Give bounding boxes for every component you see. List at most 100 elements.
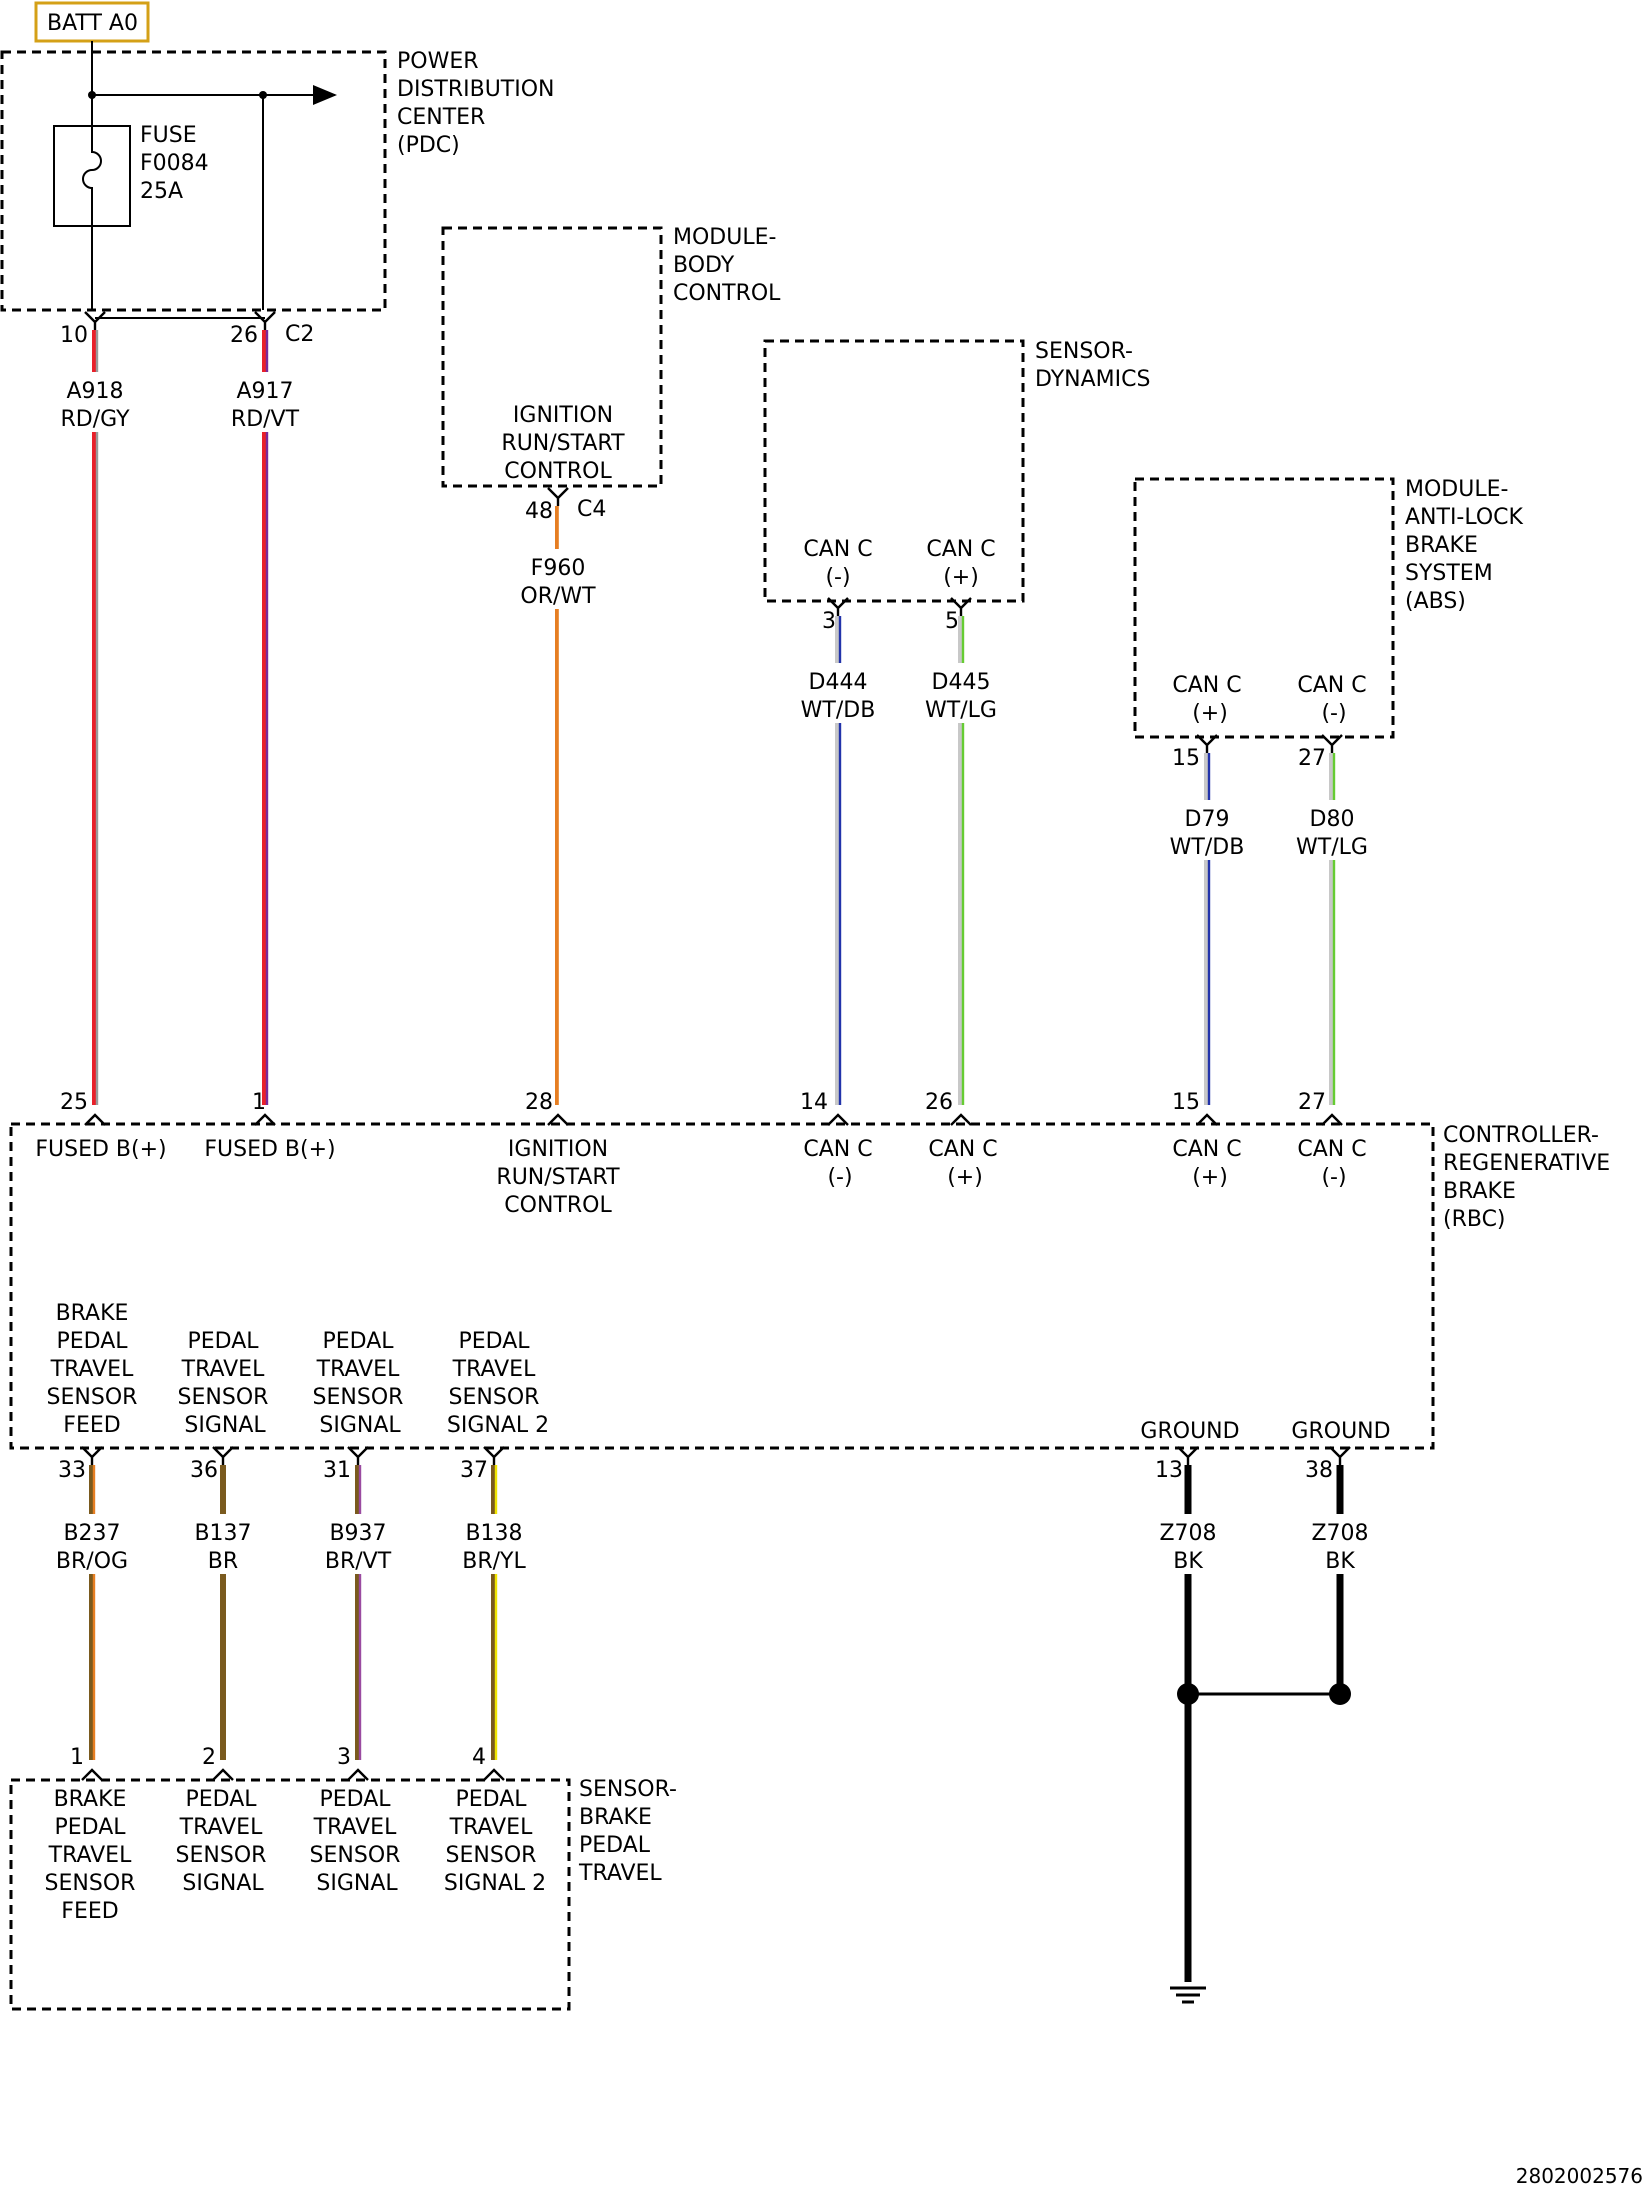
svg-text:CAN C: CAN C [1172, 673, 1241, 698]
sensor-dynamics-name: SENSOR- DYNAMICS [1035, 339, 1150, 392]
wire-color-label-4: WT/LG [925, 698, 997, 723]
svg-text:(-): (-) [1321, 1165, 1346, 1190]
pin-number-top-1: 26 [230, 323, 258, 348]
svg-text:DISTRIBUTION: DISTRIBUTION [397, 77, 555, 102]
svg-text:TRAVEL: TRAVEL [50, 1357, 134, 1382]
pdc-connector-c2: C2 [285, 322, 314, 347]
svg-text:SENSOR: SENSOR [310, 1843, 401, 1868]
svg-text:PEDAL: PEDAL [458, 1329, 530, 1354]
connector-bottom-d444-3 [827, 1113, 849, 1126]
abs-pin-labels: CAN C (+) CAN C (-) [1172, 673, 1366, 726]
wire-circuit-label-1: A917 [236, 379, 293, 404]
svg-text:SENSOR: SENSOR [47, 1385, 138, 1410]
bcm-name: MODULE- BODY CONTROL [673, 225, 781, 306]
wires-layer: A918RD/GY1025A917RD/VT261F960OR/WT4828D4… [56, 311, 1369, 1982]
wire-color-label-2: OR/WT [520, 584, 596, 609]
wire-color-label-9: BR/VT [325, 1549, 392, 1574]
svg-text:ANTI-LOCK: ANTI-LOCK [1405, 505, 1524, 530]
svg-text:TRAVEL: TRAVEL [316, 1357, 400, 1382]
pin-number-bottom-5: 15 [1172, 1090, 1200, 1115]
svg-text:TRAVEL: TRAVEL [452, 1357, 536, 1382]
pin-number-bottom-10: 4 [472, 1745, 486, 1770]
svg-text:RUN/START: RUN/START [501, 431, 625, 456]
wire-color-label-12: BK [1325, 1549, 1355, 1574]
pin-number-bottom-0: 25 [60, 1090, 88, 1115]
wire-circuit-label-2: F960 [531, 556, 586, 581]
abs-box [1133, 477, 1395, 739]
svg-text:PEDAL: PEDAL [187, 1329, 259, 1354]
pdc-name: POWER DISTRIBUTION CENTER (PDC) [397, 49, 555, 158]
svg-text:CAN C: CAN C [803, 1137, 872, 1162]
svg-text:BRAKE: BRAKE [1443, 1179, 1516, 1204]
connector-bottom-b137-8 [212, 1768, 234, 1781]
connector-top-z708-11 [1177, 1446, 1199, 1465]
bpt-sensor-labels: BRAKE PEDAL TRAVEL SENSOR FEED PEDAL TRA… [45, 1787, 547, 1924]
svg-text:CAN C: CAN C [803, 537, 872, 562]
svg-text:IGNITION: IGNITION [513, 403, 613, 428]
svg-text:SIGNAL: SIGNAL [182, 1871, 264, 1896]
connector-bottom-a917-1 [254, 1113, 276, 1126]
wire-circuit-label-6: D80 [1310, 807, 1355, 832]
svg-text:CONTROLLER-: CONTROLLER- [1443, 1123, 1599, 1148]
svg-text:(-): (-) [1321, 701, 1346, 726]
ground-icon [1170, 1986, 1206, 2004]
connector-bottom-a918-0 [84, 1113, 106, 1126]
pin-number-top-2: 48 [525, 499, 553, 524]
wire-circuit-label-10: B138 [465, 1521, 522, 1546]
svg-text:(+): (+) [1192, 701, 1228, 726]
svg-text:TRAVEL: TRAVEL [578, 1861, 662, 1886]
connector-bottom-f960-2 [547, 1113, 569, 1126]
abs-name: MODULE- ANTI-LOCK BRAKE SYSTEM (ABS) [1405, 477, 1524, 614]
pin-number-bottom-1: 1 [252, 1090, 266, 1115]
connector-top-b137-8 [212, 1446, 234, 1465]
svg-text:SENSOR: SENSOR [178, 1385, 269, 1410]
svg-text:SENSOR-: SENSOR- [1035, 339, 1133, 364]
connector-top-z708-12 [1329, 1446, 1351, 1465]
svg-text:TRAVEL: TRAVEL [48, 1843, 132, 1868]
rbc-box [9, 1122, 1435, 1450]
wire-color-label-8: BR [208, 1549, 238, 1574]
svg-text:TRAVEL: TRAVEL [179, 1815, 263, 1840]
ground-splice-left [1177, 1683, 1199, 1705]
svg-text:CONTROL: CONTROL [504, 1193, 612, 1218]
svg-text:TRAVEL: TRAVEL [449, 1815, 533, 1840]
bcm-pin-label: IGNITION RUN/START CONTROL [501, 403, 625, 484]
sensor-dynamics-box [763, 339, 1025, 603]
svg-text:BODY: BODY [673, 253, 735, 278]
bpt-sensor-name: SENSOR- BRAKE PEDAL TRAVEL [578, 1777, 677, 1886]
svg-text:PEDAL: PEDAL [185, 1787, 257, 1812]
bcm-connector-c4: C4 [577, 497, 606, 522]
svg-text:FEED: FEED [61, 1899, 118, 1924]
svg-text:PEDAL: PEDAL [322, 1329, 394, 1354]
svg-text:BRAKE: BRAKE [579, 1805, 652, 1830]
svg-text:25A: 25A [140, 179, 183, 204]
wire-color-label-1: RD/VT [231, 407, 300, 432]
svg-text:RUN/START: RUN/START [496, 1165, 620, 1190]
connector-top-a917-1 [254, 311, 276, 330]
connector-bottom-d80-6 [1321, 1113, 1343, 1126]
svg-text:CAN C: CAN C [928, 1137, 997, 1162]
rbc-top-labels: FUSED B(+) FUSED B(+) IGNITION RUN/START… [35, 1137, 1366, 1218]
pin-number-top-4: 5 [945, 609, 959, 634]
pin-number-top-7: 33 [58, 1458, 86, 1483]
svg-text:(RBC): (RBC) [1443, 1207, 1506, 1232]
connector-top-a918-0 [84, 311, 106, 330]
connector-top-d445-4 [950, 597, 972, 616]
wire-circuit-label-5: D79 [1185, 807, 1230, 832]
svg-text:CONTROL: CONTROL [504, 459, 612, 484]
svg-text:BRAKE: BRAKE [1405, 533, 1478, 558]
svg-text:PEDAL: PEDAL [455, 1787, 527, 1812]
svg-text:GROUND: GROUND [1291, 1419, 1390, 1444]
pin-number-bottom-6: 27 [1298, 1090, 1326, 1115]
pin-number-top-3: 3 [822, 609, 836, 634]
wire-circuit-label-9: B937 [329, 1521, 386, 1546]
pin-number-bottom-9: 3 [337, 1745, 351, 1770]
svg-text:FUSED B(+): FUSED B(+) [35, 1137, 166, 1162]
battery-label: BATT A0 [47, 11, 138, 36]
svg-text:(+): (+) [1192, 1165, 1228, 1190]
wire-circuit-label-11: Z708 [1159, 1521, 1216, 1546]
pin-number-bottom-7: 1 [70, 1745, 84, 1770]
wire-circuit-label-4: D445 [932, 670, 991, 695]
bpt-sensor-box [9, 1778, 571, 2011]
